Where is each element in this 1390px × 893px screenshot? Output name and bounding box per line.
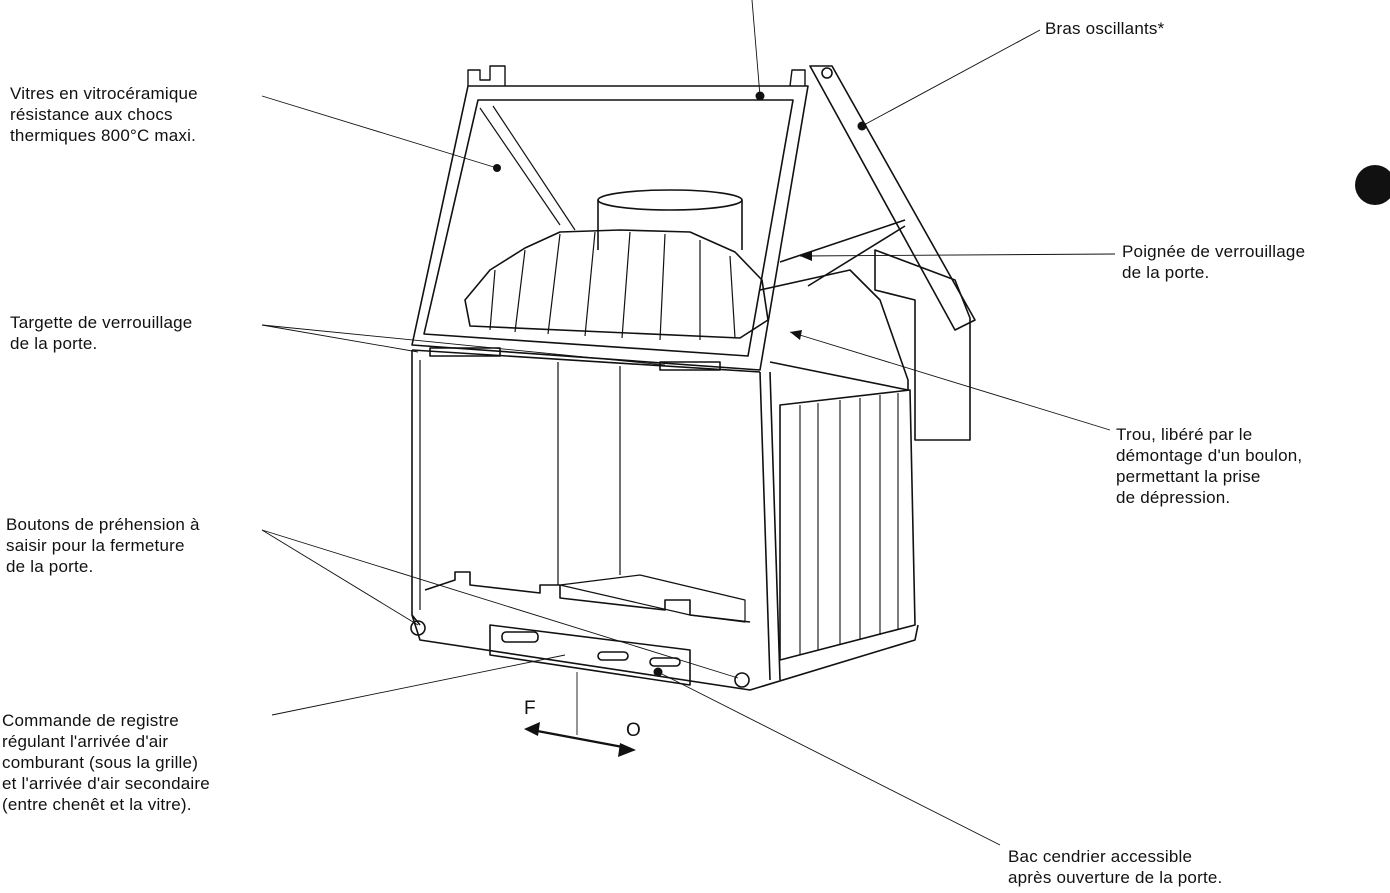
rear-bracket <box>874 249 971 441</box>
direction-close-label: F <box>524 698 536 719</box>
label-trou: Trou, libéré par le démontage d'un boulo… <box>1116 425 1303 507</box>
direction-open-label: O <box>626 720 641 741</box>
firebox-front-left <box>411 350 421 626</box>
base-tray <box>411 614 919 691</box>
direction-arrow <box>524 722 636 757</box>
label-boutons: Boutons de préhension à saisir pour la f… <box>6 515 200 576</box>
door-frame-outer <box>411 85 809 371</box>
label-poignee: Poignée de verrouillage de la porte. <box>1122 242 1306 282</box>
page-edge-marker <box>1355 165 1390 205</box>
door-frame-inner <box>423 99 794 357</box>
label-bras-oscillants: Bras oscillants* <box>1045 19 1165 38</box>
label-bac: Bac cendrier accessible après ouverture … <box>1008 847 1223 887</box>
label-targette: Targette de verrouillage de la porte. <box>10 313 193 353</box>
label-commande: Commande de registre régulant l'arrivée … <box>2 711 210 814</box>
andiron <box>424 571 751 623</box>
side-panels <box>779 389 916 661</box>
grate <box>559 574 746 623</box>
swing-arm <box>809 65 976 331</box>
baffle-ribs <box>464 229 769 339</box>
firebox-right-frame <box>759 371 781 681</box>
label-vitres: Vitres en vitrocéramique résistance aux … <box>10 84 198 145</box>
